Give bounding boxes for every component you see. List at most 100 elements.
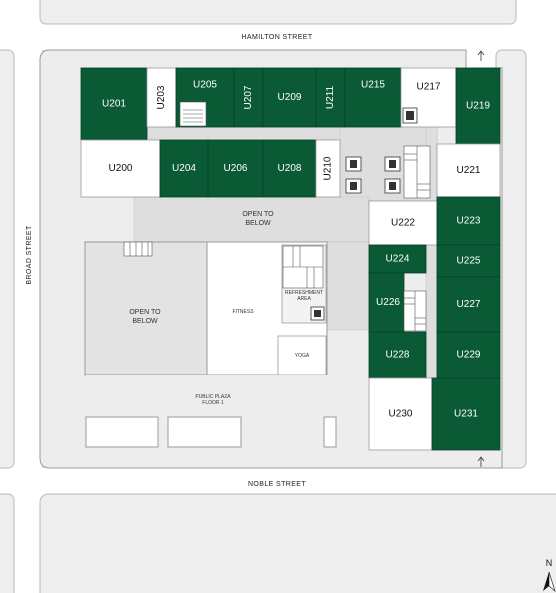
stair-icon	[403, 290, 427, 332]
unit-label: U231	[454, 409, 478, 420]
unit-shape[interactable]	[315, 67, 346, 128]
elevator-icon	[310, 306, 325, 321]
unit-shape[interactable]	[159, 139, 209, 198]
unit-u204[interactable]: U204	[159, 139, 209, 198]
unit-shape[interactable]	[207, 139, 264, 198]
fitness-label: FITNESS	[232, 309, 254, 315]
unit-label: U203	[156, 85, 167, 109]
unit-u229[interactable]: U229	[436, 331, 501, 379]
block-west-lower	[0, 493, 15, 593]
unit-shape[interactable]	[368, 377, 433, 451]
unit-label: U200	[109, 163, 133, 174]
unit-label: U211	[325, 85, 336, 109]
unit-u211[interactable]: U211	[315, 67, 346, 128]
elevators	[310, 107, 418, 321]
unit-u203[interactable]: U203	[146, 67, 177, 128]
unit-label: U221	[457, 165, 481, 176]
unit-label: U205	[193, 80, 217, 91]
units-layer: U201 U203 U205 U207 U209 U211 U215 U217U219U200…	[80, 67, 501, 451]
unit-u231[interactable]: U231	[431, 377, 501, 451]
unit-shape[interactable]	[436, 244, 501, 278]
elevator-icon	[384, 156, 401, 172]
unit-u228[interactable]: U228	[368, 331, 427, 379]
unit-shape[interactable]	[315, 139, 341, 198]
street-west-label: BROAD STREET	[26, 225, 33, 285]
unit-shape[interactable]	[233, 67, 264, 128]
unit-u206[interactable]: U206	[207, 139, 264, 198]
unit-label: U204	[172, 163, 196, 174]
unit-label: U209	[278, 92, 302, 103]
unit-label: U210	[323, 156, 334, 180]
unit-u217[interactable]: U217	[400, 67, 457, 128]
unit-label: U223	[457, 216, 481, 227]
north-arrow-icon	[543, 571, 556, 592]
unit-u207[interactable]: U207	[233, 67, 264, 128]
unit-label: U215	[361, 80, 385, 91]
open-to-below-top-label-2: BELOW	[245, 220, 271, 227]
unit-shape[interactable]	[368, 272, 405, 333]
unit-u224[interactable]: U224	[368, 244, 427, 274]
unit-shape[interactable]	[436, 143, 501, 198]
elevator-icon	[402, 107, 418, 124]
unit-shape[interactable]	[344, 67, 402, 128]
unit-u230[interactable]: U230	[368, 377, 433, 451]
unit-u210[interactable]: U210	[315, 139, 341, 198]
unit-shape[interactable]	[455, 67, 501, 145]
unit-u222[interactable]: U222	[368, 200, 438, 246]
open-to-below-top-label-1: OPEN TO	[242, 211, 274, 218]
open-to-below-left-label-2: BELOW	[132, 318, 158, 325]
unit-shape[interactable]	[368, 331, 427, 379]
unit-u201[interactable]: U201	[80, 67, 148, 141]
unit-label: U207	[243, 85, 254, 109]
unit-u219[interactable]: U219	[455, 67, 501, 145]
refreshment-label-1: REFRESHMENT	[285, 290, 323, 296]
unit-shape[interactable]	[80, 139, 161, 198]
yoga-room	[277, 335, 327, 376]
block-west-upper	[0, 49, 15, 469]
elevator-icon	[345, 178, 362, 194]
unit-u223[interactable]: U223	[436, 196, 501, 246]
plaza-label-2: FLOOR 1	[202, 400, 224, 406]
unit-label: U224	[386, 254, 410, 265]
unit-u200[interactable]: U200	[80, 139, 161, 198]
unit-label: U217	[417, 82, 441, 93]
block-south	[39, 493, 556, 593]
unit-u221[interactable]: U221	[436, 143, 501, 198]
unit-label: U201	[102, 99, 126, 110]
unit-label: U219	[466, 101, 490, 112]
unit-shape[interactable]	[431, 377, 501, 451]
plaza	[85, 375, 337, 448]
unit-shape[interactable]	[436, 276, 501, 333]
stairs	[123, 101, 431, 332]
stair-icon	[282, 245, 324, 289]
unit-label: U208	[278, 163, 302, 174]
unit-label: U222	[391, 218, 415, 229]
unit-label: U226	[376, 297, 400, 308]
unit-shape[interactable]	[262, 67, 317, 128]
unit-label: U229	[457, 350, 481, 361]
unit-u209[interactable]: U209	[262, 67, 317, 128]
unit-shape[interactable]	[146, 67, 177, 128]
unit-u215[interactable]: U215	[344, 67, 402, 128]
compass-label: N	[546, 558, 553, 568]
stair-icon	[403, 145, 431, 199]
unit-shape[interactable]	[80, 67, 148, 141]
entrance-arrow-icon	[477, 456, 485, 467]
stair-icon	[179, 101, 207, 127]
plaza-label-1: PUBLIC PLAZA	[195, 394, 231, 400]
unit-label: U206	[224, 163, 248, 174]
street-south-label: NOBLE STREET	[248, 481, 306, 488]
elevator-icon	[345, 156, 362, 172]
unit-label: U225	[457, 256, 481, 267]
unit-label: U230	[389, 409, 413, 420]
unit-label: U228	[386, 350, 410, 361]
elevator-icon	[384, 178, 401, 194]
unit-label: U227	[457, 299, 481, 310]
unit-u227[interactable]: U227	[436, 276, 501, 333]
unit-u208[interactable]: U208	[262, 139, 317, 198]
unit-u225[interactable]: U225	[436, 244, 501, 278]
unit-shape[interactable]	[368, 244, 427, 274]
unit-u226[interactable]: U226	[368, 272, 405, 333]
